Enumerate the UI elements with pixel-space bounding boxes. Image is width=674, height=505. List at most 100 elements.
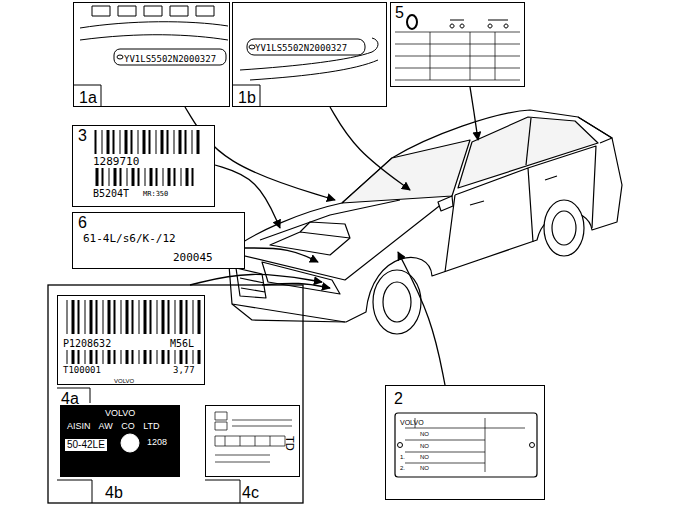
barcode-bar xyxy=(168,300,170,334)
windshield xyxy=(342,140,470,203)
windshield-edge xyxy=(80,22,228,40)
barcode-bar xyxy=(192,130,193,154)
label-callout-box: 5 xyxy=(390,2,525,87)
barcode-bar xyxy=(156,130,157,154)
plate-text: T100001 xyxy=(63,366,101,375)
barcode-bar xyxy=(174,130,175,154)
b-pillar xyxy=(526,118,531,165)
plate-text: P1208632 xyxy=(63,339,111,349)
plate-text: YV1LS5502N2000327 xyxy=(124,55,216,64)
barcode-bar xyxy=(96,168,99,186)
barcode-bar xyxy=(95,130,97,154)
barcode-bar xyxy=(85,300,86,334)
front-rim xyxy=(383,282,411,322)
barcode-bar xyxy=(120,130,121,154)
callout-number: 1a xyxy=(79,90,97,106)
callout-tab xyxy=(57,388,240,503)
barcode-bar xyxy=(72,300,75,334)
barcode-bar xyxy=(126,350,129,364)
barcode-bar xyxy=(108,300,111,334)
callout-number: 3 xyxy=(78,128,87,144)
leader-arrow xyxy=(398,252,445,385)
plate-text: VOLVO xyxy=(400,419,424,426)
barcode-bar xyxy=(156,168,158,186)
vin-plate xyxy=(247,39,365,55)
plate-text: TD xyxy=(284,436,295,451)
type-plate xyxy=(395,413,537,477)
rear-wheel xyxy=(544,200,584,256)
barcode-bar xyxy=(145,168,146,186)
defroster-vents xyxy=(92,6,214,16)
grille xyxy=(236,268,266,298)
barcode-bar xyxy=(131,130,133,154)
barcode-bar xyxy=(67,350,68,364)
barcode-bar xyxy=(168,168,171,186)
barcode-bar xyxy=(144,350,147,364)
barcode-bar xyxy=(144,300,147,334)
label-callout-box: 4aP1208632M56LT1000013,77VOLVO xyxy=(57,295,205,385)
plate-text: NO xyxy=(420,443,429,449)
front-door xyxy=(445,168,533,272)
barcode-bar xyxy=(193,300,194,334)
barcode-bar xyxy=(143,130,146,154)
plate-text: 1289710 xyxy=(93,156,139,167)
callout-tab xyxy=(73,85,101,107)
barcode-bar xyxy=(102,168,104,186)
barcode-bar xyxy=(197,130,200,154)
plate-text: M56L xyxy=(170,339,194,349)
plate-text: MR:350 xyxy=(143,191,168,198)
car-body xyxy=(228,110,622,322)
barcode-bar xyxy=(150,350,152,364)
barcode-bar xyxy=(149,130,151,154)
pressure-table xyxy=(395,32,520,80)
barcode-bar xyxy=(186,300,188,334)
leader-arrow xyxy=(330,107,410,190)
plate-text: 1208 xyxy=(147,438,167,447)
barcode-bar xyxy=(113,130,115,154)
barcode-bar xyxy=(138,130,139,154)
label-callout-box: 4bVOLVOAISIN AW CO LTD50-42LE1208 xyxy=(60,405,180,477)
plate-rows xyxy=(405,418,525,472)
vin-plate xyxy=(114,49,226,65)
group-frame xyxy=(48,285,303,503)
barcode-bar xyxy=(157,300,158,334)
barcode-bar xyxy=(96,350,98,364)
plate-text: NO xyxy=(420,465,429,471)
dashboard-edge xyxy=(240,38,378,80)
barcode-bar xyxy=(125,130,128,154)
barcode-bar xyxy=(96,300,98,334)
bumper-line xyxy=(232,304,345,322)
barcode-bar xyxy=(168,350,170,364)
leader-arrow xyxy=(245,248,318,262)
leader-arrow xyxy=(470,87,478,140)
barcode-bar xyxy=(138,168,140,186)
barcode-bar xyxy=(132,300,134,334)
barcode-bar xyxy=(85,350,86,364)
callout-number: 1b xyxy=(238,90,256,106)
barcode-bar xyxy=(162,300,165,334)
barcode-bar xyxy=(193,350,194,364)
barcode-bar xyxy=(109,168,110,186)
barcode-bar xyxy=(163,168,164,186)
load-icon xyxy=(450,20,508,28)
seal-disc xyxy=(121,434,139,452)
plate-text: 1. xyxy=(400,454,405,460)
callout-number: 4c xyxy=(242,485,259,501)
barcode-bar xyxy=(161,130,164,154)
barcode-bar xyxy=(167,130,169,154)
rear-rim xyxy=(552,211,576,245)
vin-rivet xyxy=(117,55,123,59)
barcode-bar xyxy=(150,168,153,186)
barcode-bar xyxy=(114,300,116,334)
barcode-bar xyxy=(78,300,80,334)
barcode-bar xyxy=(180,350,183,364)
barcode-bar xyxy=(198,350,201,364)
barcode-bar xyxy=(72,350,75,364)
barcode-bar xyxy=(192,168,194,186)
plate-hole xyxy=(530,443,535,448)
barcode-bar xyxy=(174,168,176,186)
hood-edge xyxy=(228,196,452,280)
barcode-bar xyxy=(157,350,158,364)
barcode-bar xyxy=(139,300,140,334)
